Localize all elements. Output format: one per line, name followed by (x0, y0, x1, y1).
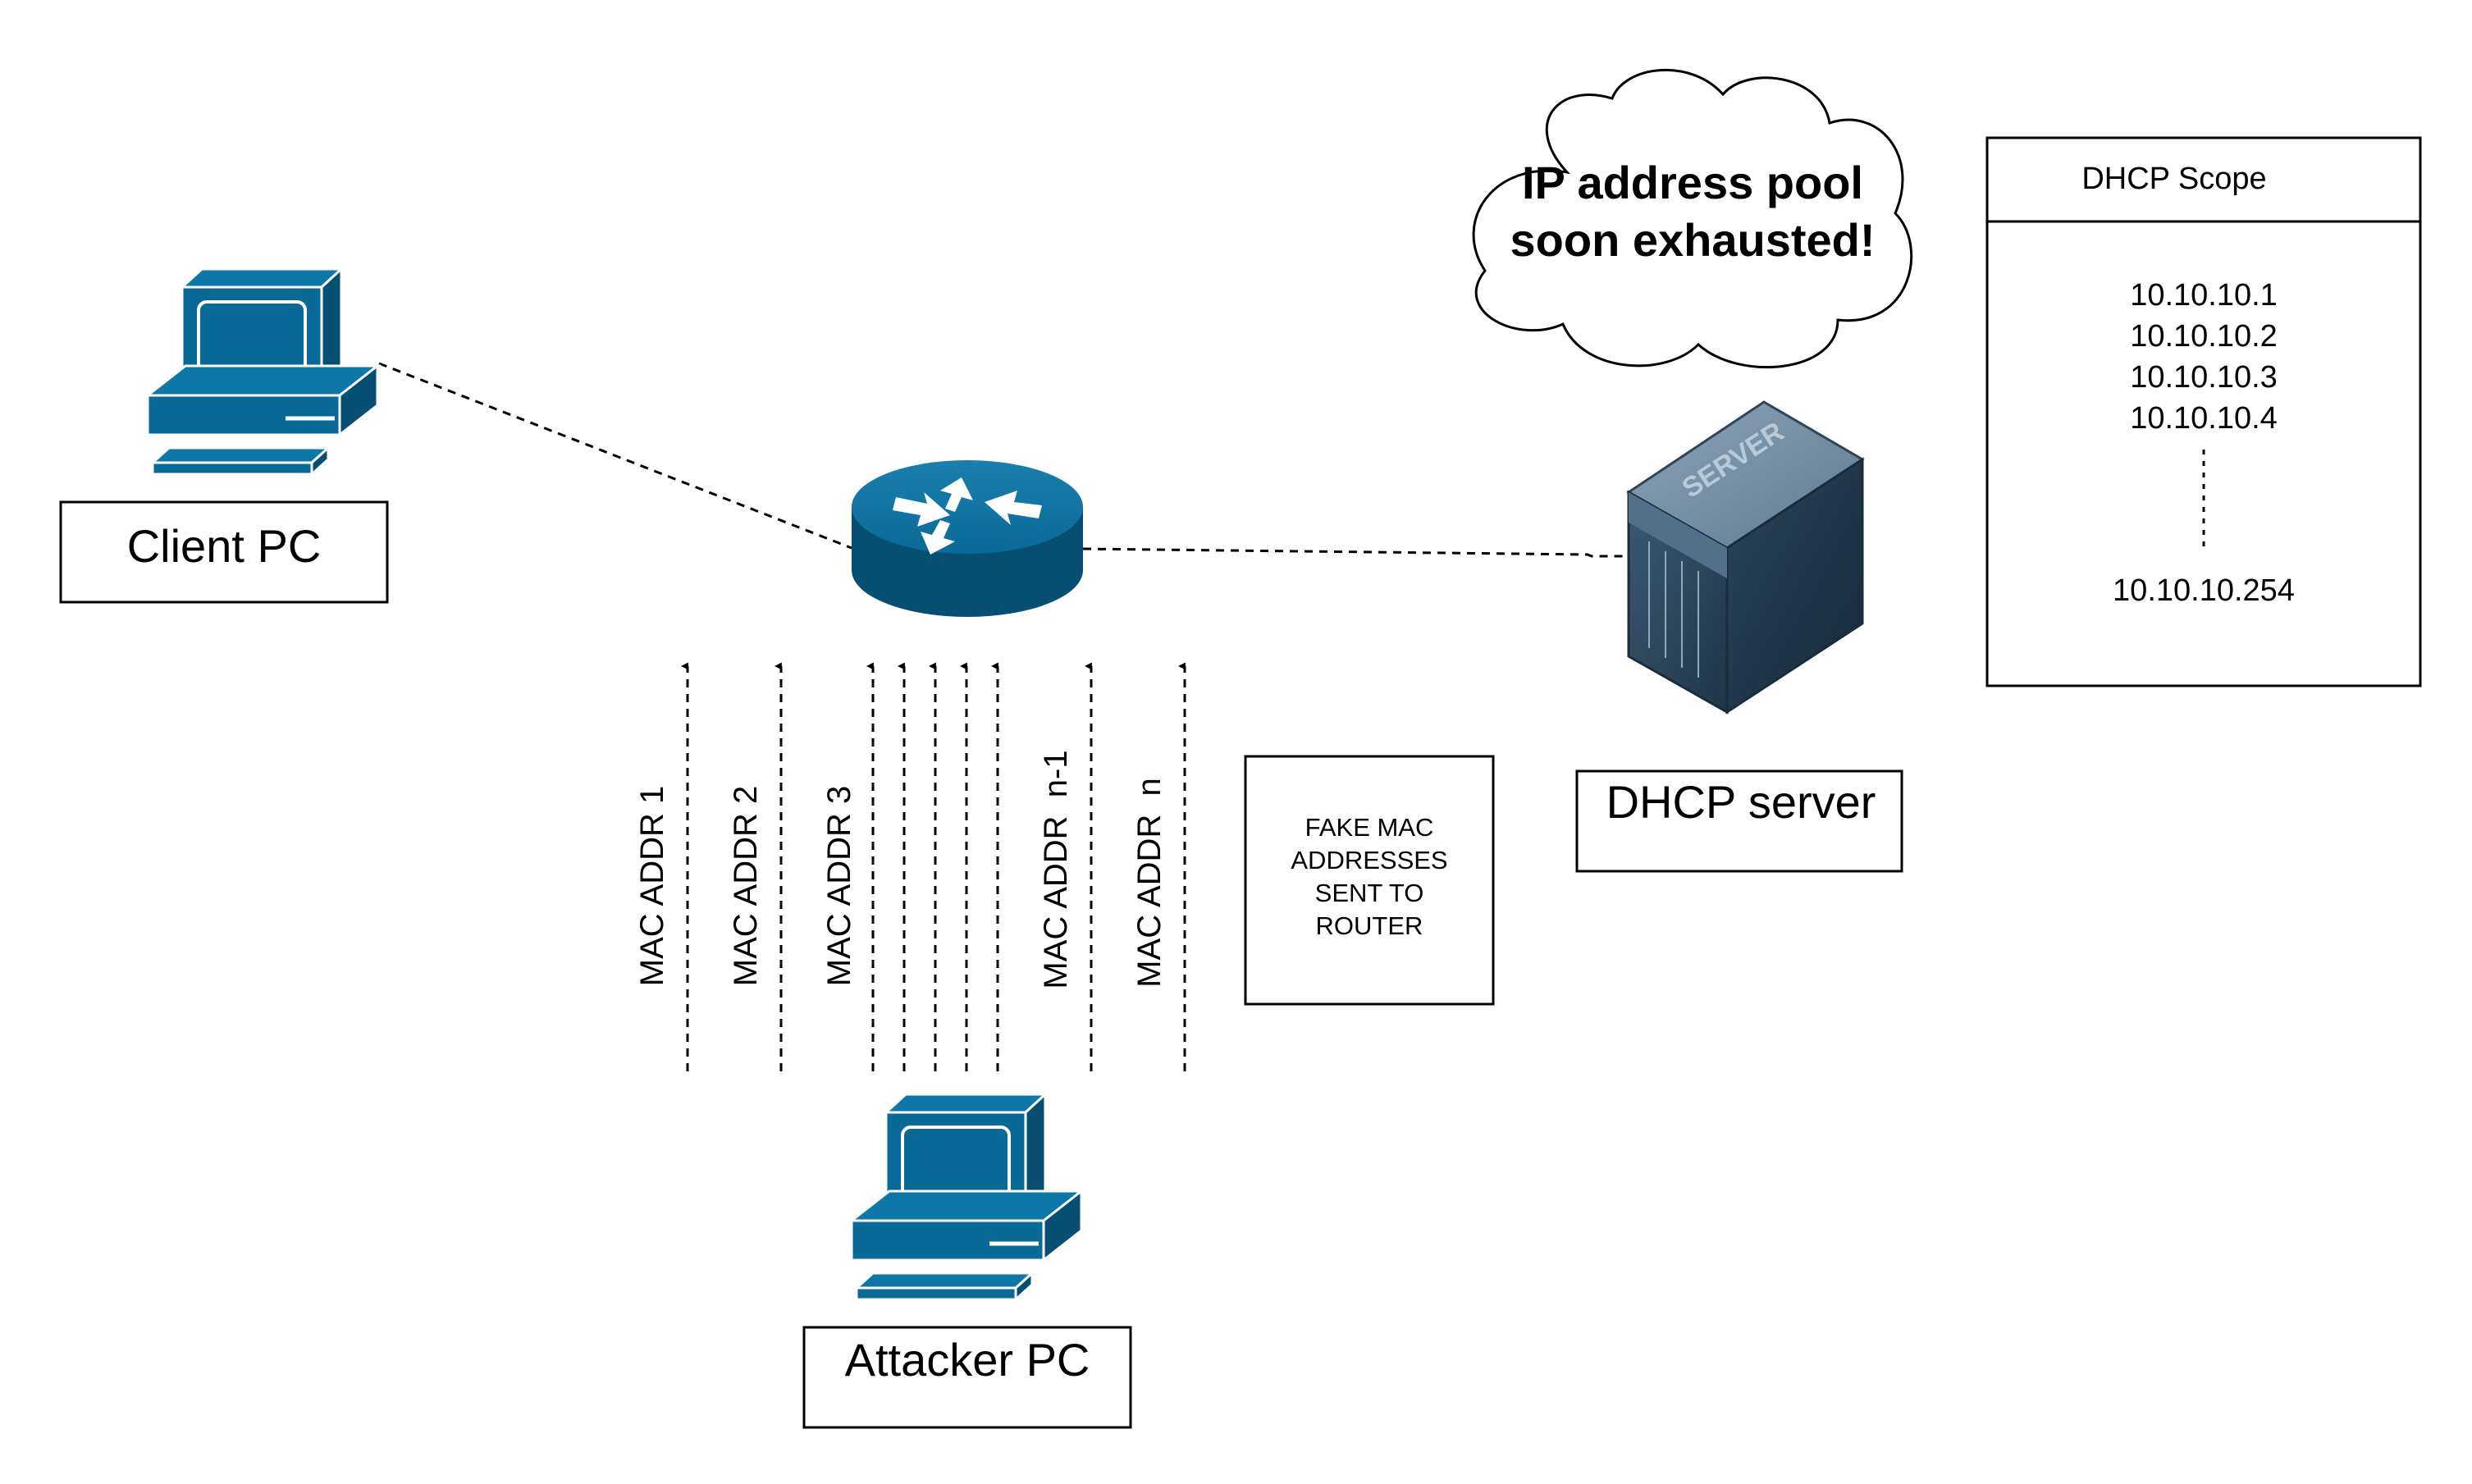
note-line-4: ROUTER (1316, 911, 1423, 940)
note-line-2: ADDRESSES (1291, 846, 1447, 874)
router-arrow-3 (940, 477, 973, 512)
scope-address-4: 10.10.10.4 (2130, 401, 2278, 436)
scope-address-2: 10.10.10.2 (2130, 319, 2278, 354)
mac-arrows: MAC ADDR 1 MAC ADDR 2 MAC ADDR 3 MAC ADD… (634, 662, 1186, 1071)
note-line-1: FAKE MAC (1305, 813, 1434, 842)
cloud-icon: IP address pool soon exhausted! (1472, 68, 1913, 368)
scope-address-last: 10.10.10.254 (2113, 573, 2295, 608)
mac-label-n: MAC ADDR n (1131, 778, 1167, 988)
router-arrow-4 (921, 520, 955, 555)
server-vents (1648, 541, 1699, 678)
scope-address-1: 10.10.10.1 (2130, 278, 2278, 313)
cloud-text-line1: IP address pool (1522, 157, 1863, 208)
client-pc-label-box: Client PC (59, 500, 389, 604)
client-pc-label: Client PC (127, 520, 322, 572)
dhcp-server-label-box: DHCP server (1575, 769, 1903, 873)
dhcp-scope-title: DHCP Scope (2081, 162, 2266, 196)
attacker-pc-label-box: Attacker PC (802, 1326, 1132, 1429)
router-icon[interactable] (852, 460, 1083, 617)
router-arrow-2 (985, 491, 1042, 525)
router-server-link (1082, 547, 1719, 558)
dhcp-server-label: DHCP server (1606, 776, 1876, 828)
scope-address-3: 10.10.10.3 (2130, 360, 2278, 395)
client-pc-icon[interactable] (144, 266, 382, 477)
attacker-pc-icon[interactable] (848, 1091, 1085, 1303)
dhcp-scope-box: DHCP Scope 10.10.10.1 10.10.10.2 10.10.1… (1985, 136, 2422, 687)
server-icon[interactable]: SERVER (1626, 400, 1865, 715)
attacker-pc-label: Attacker PC (845, 1334, 1090, 1386)
desktop-computer-icon (848, 1091, 1085, 1303)
mac-label-n-1: MAC ADDR n-1 (1038, 750, 1074, 989)
mac-label-2: MAC ADDR 2 (728, 786, 764, 987)
links (378, 362, 1719, 558)
client-router-link (378, 362, 852, 550)
note-line-3: SENT TO (1315, 879, 1424, 907)
fake-mac-note-box: FAKE MAC ADDRESSES SENT TO ROUTER (1244, 755, 1495, 1006)
desktop-computer-icon (144, 266, 382, 477)
mac-label-3: MAC ADDR 3 (821, 786, 857, 987)
mac-label-1: MAC ADDR 1 (634, 786, 670, 987)
cloud-text-line2: soon exhausted! (1510, 214, 1876, 266)
router-arrow-1 (893, 492, 950, 527)
server-side (1725, 457, 1864, 715)
